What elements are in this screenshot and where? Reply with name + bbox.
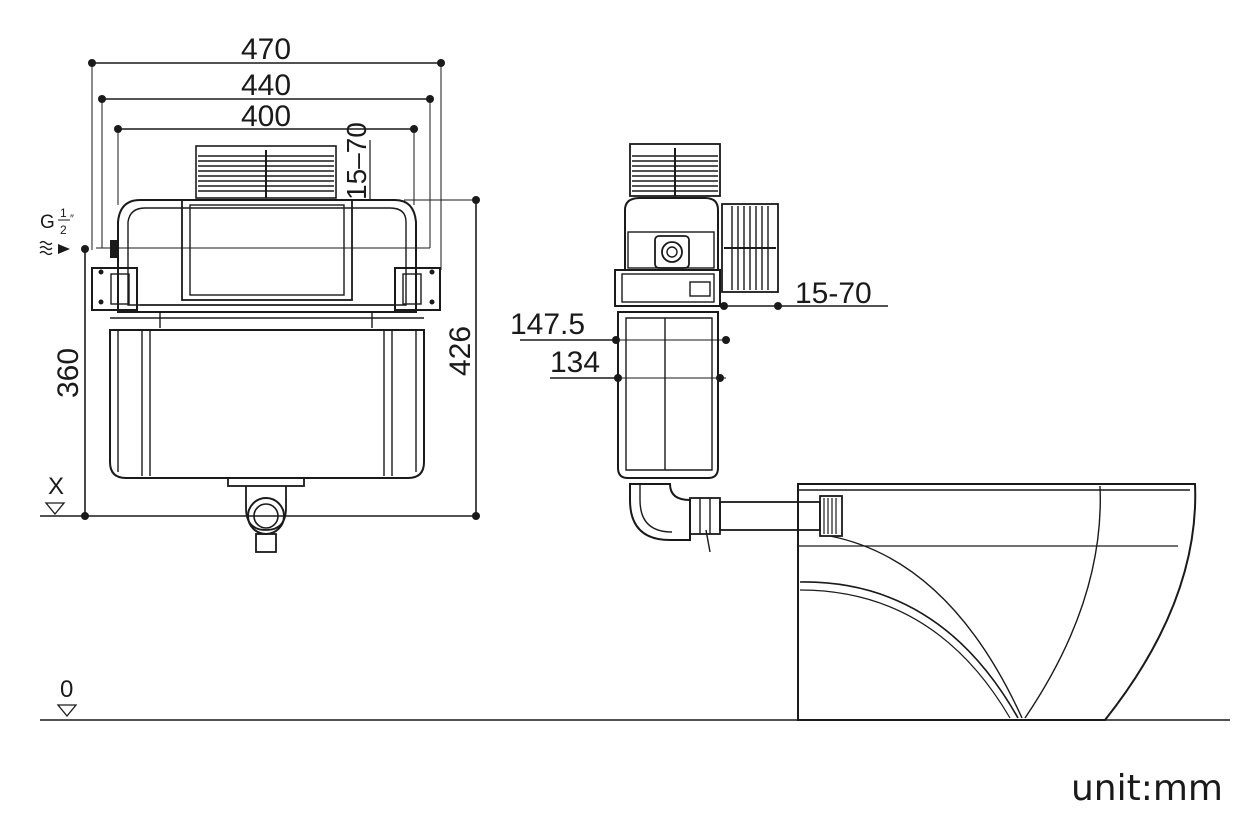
side-grille [721, 203, 779, 293]
width-470-label: 470 [241, 33, 291, 66]
height-426-label: 426 [444, 326, 477, 376]
inlet-arrow-icon [58, 244, 70, 254]
level-x-triangle-icon [44, 502, 66, 516]
inlet-denominator: 2 [60, 223, 67, 237]
width-440-label: 440 [241, 69, 291, 102]
water-inlet: G 1 2 ″ [39, 206, 118, 258]
level-x-label: X [48, 473, 64, 500]
front-view: 470 440 400 15–70 [39, 33, 480, 553]
height-360-label: 360 [52, 348, 85, 398]
dim-134-label: 134 [550, 346, 600, 379]
cistern-upper [96, 199, 430, 328]
floor-level-triangle-icon [56, 704, 78, 718]
dim-147-5-label: 147.5 [510, 308, 585, 341]
floor-level-label: 0 [60, 676, 73, 703]
wall-hung-toilet [797, 483, 1197, 721]
flush-button-icon [654, 235, 690, 269]
side-top-grille [629, 143, 721, 197]
cistern-lower [109, 317, 425, 479]
inlet-mark: ″ [70, 213, 74, 225]
side-view: 15-70 147.5 134 [40, 143, 1230, 721]
top-grille [195, 145, 337, 199]
cover-adjust-label: 15–70 [341, 122, 372, 200]
width-400-label: 400 [241, 100, 291, 133]
inlet-g-letter: G [40, 212, 55, 233]
wall-bracket-left [91, 267, 138, 311]
width-dimensions [88, 59, 445, 270]
unit-label: unit:mm [1071, 768, 1223, 809]
inlet-numerator: 1 [60, 206, 67, 220]
wall-bracket-right [394, 267, 441, 311]
flush-outlet [227, 477, 305, 553]
depth-adjust-label: 15-70 [795, 277, 872, 310]
flush-pipe [629, 483, 843, 553]
water-wave-icon [39, 240, 53, 256]
